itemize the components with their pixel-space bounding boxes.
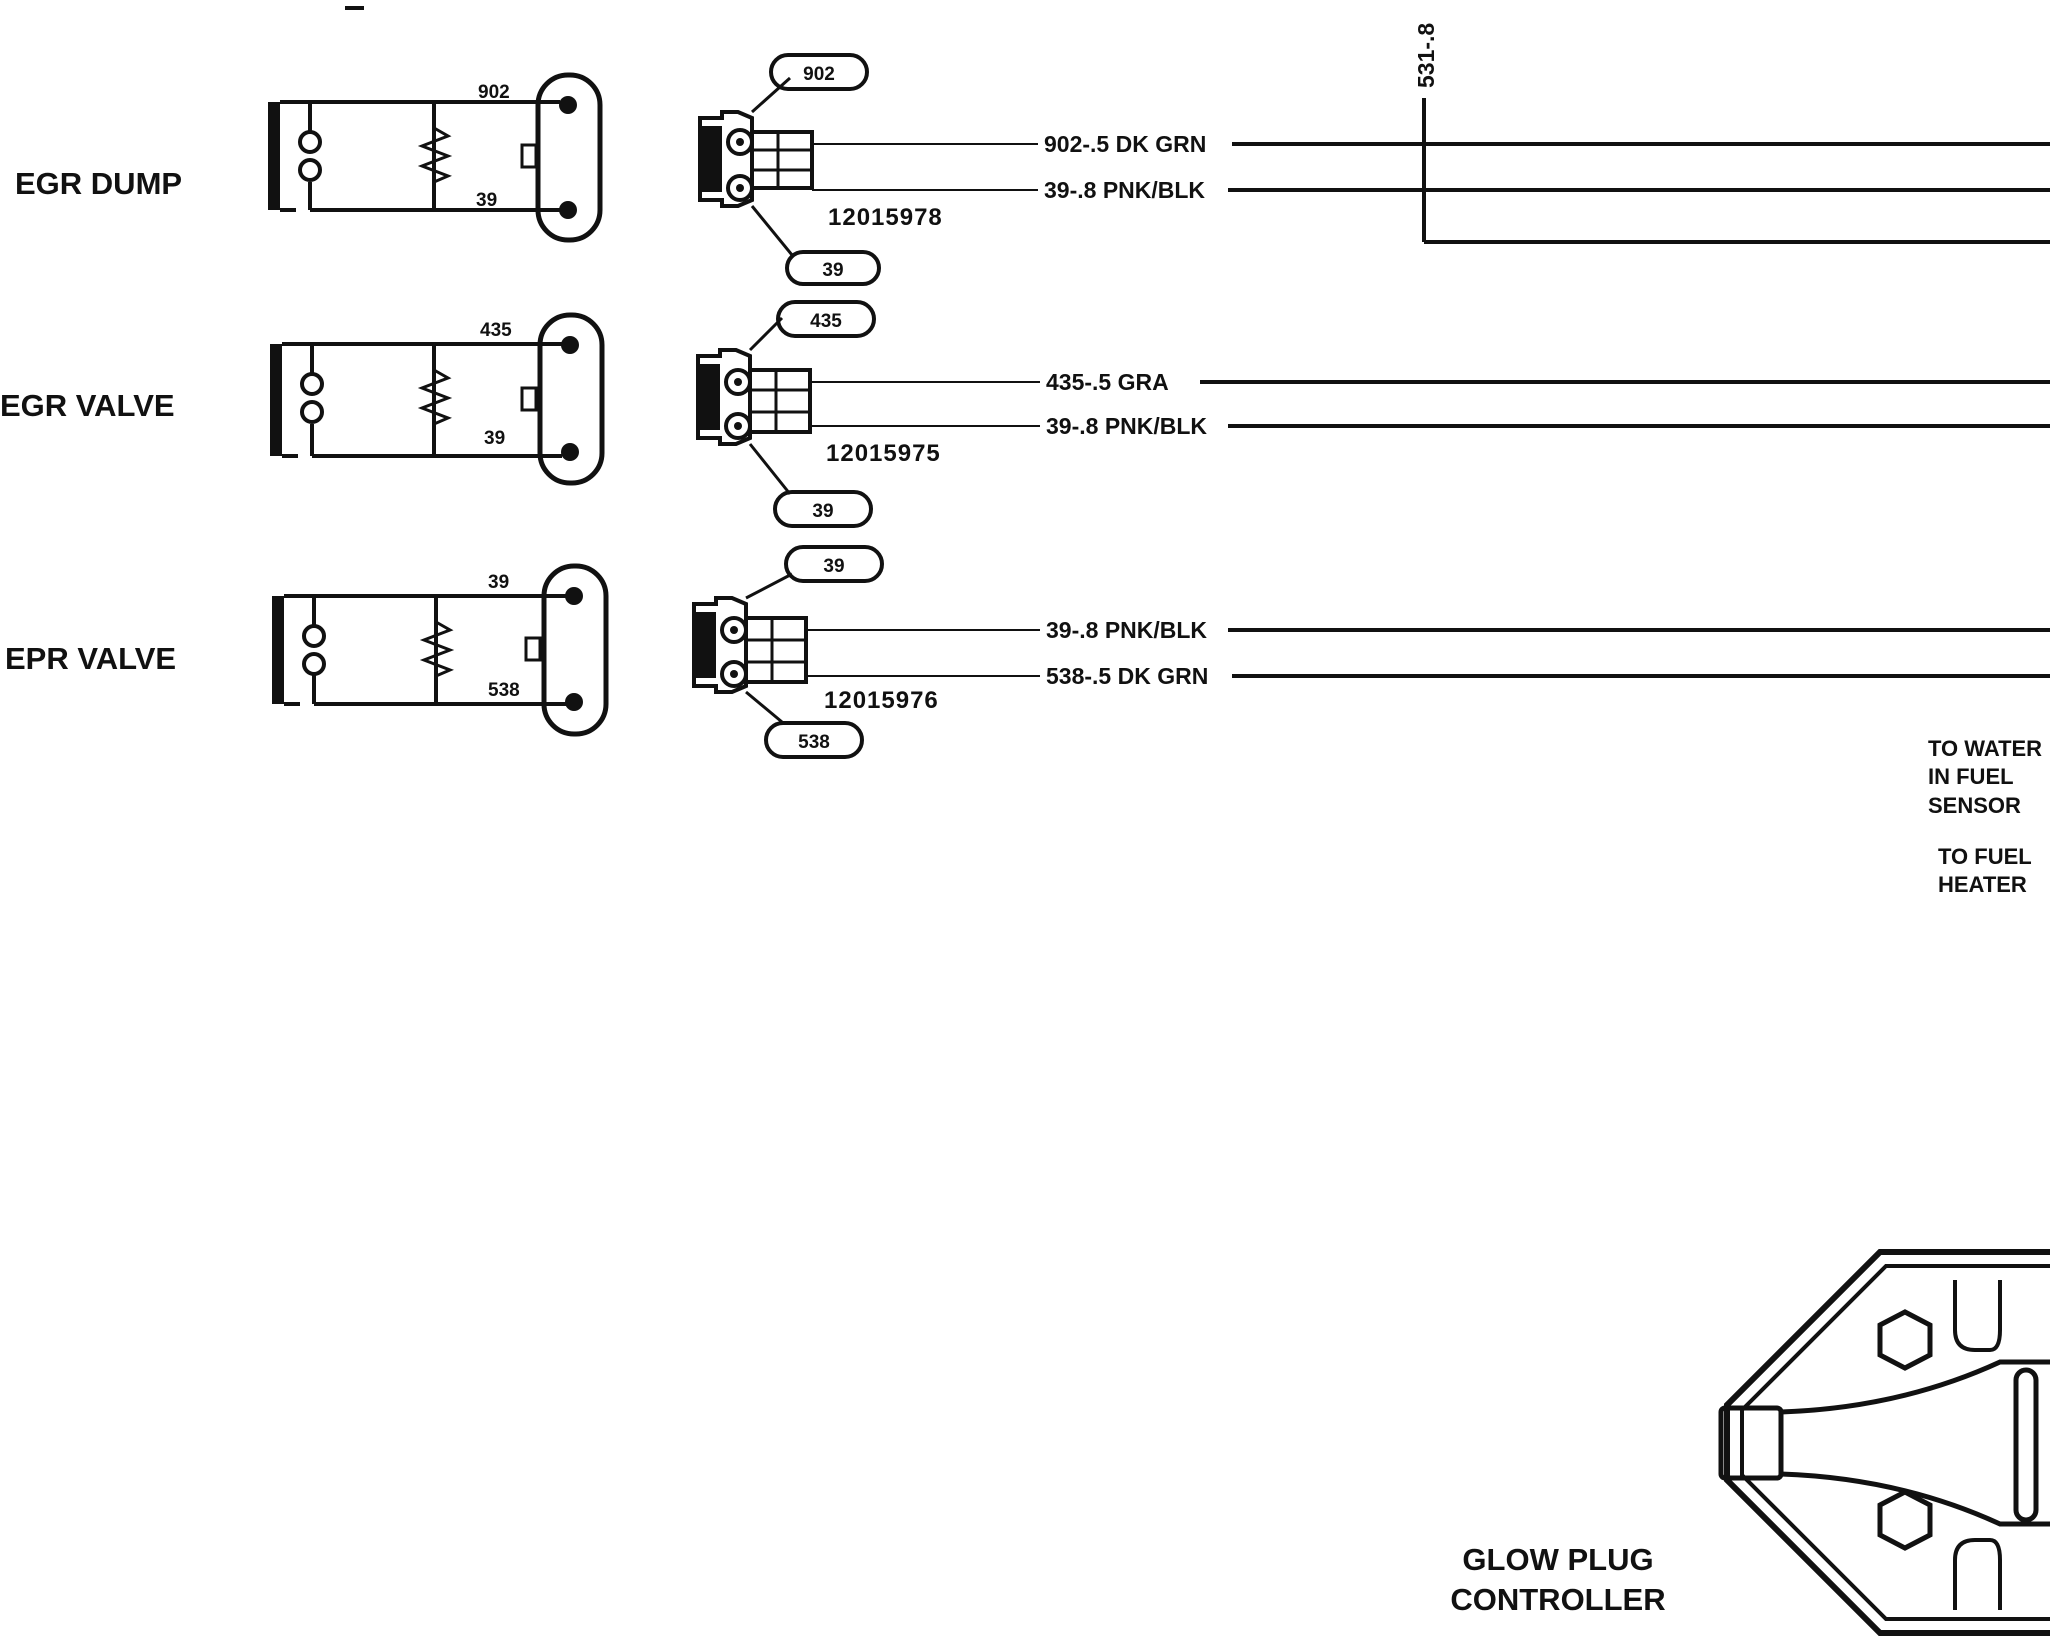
glow-plug-controller-icon: [1718, 1249, 2050, 1636]
egr-dump-component: EGR DUMP 902 39: [15, 53, 2050, 286]
egr-valve-wire-1: 435-.5 GRA: [1046, 369, 1169, 395]
egr-valve-connector-icon: [696, 316, 812, 495]
egr-dump-wire-2: 39-.8 PNK/BLK: [1044, 177, 1205, 203]
epr-valve-callout-bottom: [764, 721, 864, 759]
egr-dump-wire-1: 902-.5 DK GRN: [1044, 131, 1206, 157]
glow-plug-controller: GLOW PLUG CONTROLLER: [1450, 1249, 2050, 1636]
epr-valve-callout-top-text: 39: [823, 556, 844, 577]
fuel-heater-line-2: HEATER: [1938, 872, 2027, 897]
epr-valve-wire-2: 538-.5 DK GRN: [1046, 663, 1208, 689]
egr-valve-wire-2: 39-.8 PNK/BLK: [1046, 413, 1207, 439]
epr-valve-wire-1: 39-.8 PNK/BLK: [1046, 617, 1207, 643]
wire-531-label: 531-.8: [1413, 23, 1439, 88]
egr-dump-connector-icon: [698, 76, 814, 256]
egr-valve-top-pin: 435: [480, 320, 512, 341]
epr-valve-bottom-pin: 538: [488, 680, 520, 701]
epr-valve-solenoid-icon: [272, 563, 609, 737]
egr-dump-bottom-pin: 39: [476, 190, 497, 211]
epr-valve-component: EPR VALVE 39 538: [5, 545, 2050, 759]
epr-valve-part-number: 12015976: [824, 687, 939, 714]
water-in-fuel-line-2: IN FUEL: [1928, 764, 2014, 789]
egr-dump-part-number: 12015978: [828, 204, 943, 231]
epr-valve-callout-bottom-text: 538: [798, 732, 830, 753]
egr-valve-callout-top-text: 435: [810, 311, 842, 332]
egr-valve-component: EGR VALVE 435 39: [0, 300, 2050, 528]
egr-valve-part-number: 12015975: [826, 440, 941, 467]
glow-plug-controller-line-1: GLOW PLUG: [1462, 1542, 1653, 1577]
wire-531: 531-.8: [1413, 23, 2050, 244]
fuel-heater-note: TO FUEL HEATER: [1938, 844, 2032, 897]
epr-valve-top-pin: 39: [488, 572, 509, 593]
egr-valve-callout-top: [776, 300, 876, 338]
egr-dump-top-pin: 902: [478, 82, 510, 103]
glow-plug-controller-line-2: CONTROLLER: [1450, 1582, 1665, 1617]
egr-dump-callout-bottom: [785, 250, 881, 286]
egr-dump-callout-top-text: 902: [803, 64, 835, 85]
egr-valve-solenoid-icon: [270, 312, 605, 486]
epr-valve-callout-top: [784, 545, 884, 583]
fuel-heater-line-1: TO FUEL: [1938, 844, 2032, 869]
egr-dump-label: EGR DUMP: [15, 166, 182, 201]
egr-valve-bottom-pin: 39: [484, 428, 505, 449]
egr-dump-callout-top: [769, 53, 869, 91]
water-in-fuel-line-1: TO WATER: [1928, 736, 2042, 761]
egr-valve-callout-bottom: [773, 490, 873, 528]
egr-valve-callout-bottom-text: 39: [812, 501, 833, 522]
water-in-fuel-line-3: SENSOR: [1928, 793, 2021, 818]
egr-dump-callout-bottom-text: 39: [822, 260, 843, 281]
epr-valve-connector-icon: [692, 572, 808, 724]
egr-dump-solenoid-icon: [268, 72, 603, 243]
epr-valve-label: EPR VALVE: [5, 641, 176, 676]
egr-valve-label: EGR VALVE: [0, 388, 175, 423]
water-in-fuel-note: TO WATER IN FUEL SENSOR: [1928, 736, 2042, 818]
